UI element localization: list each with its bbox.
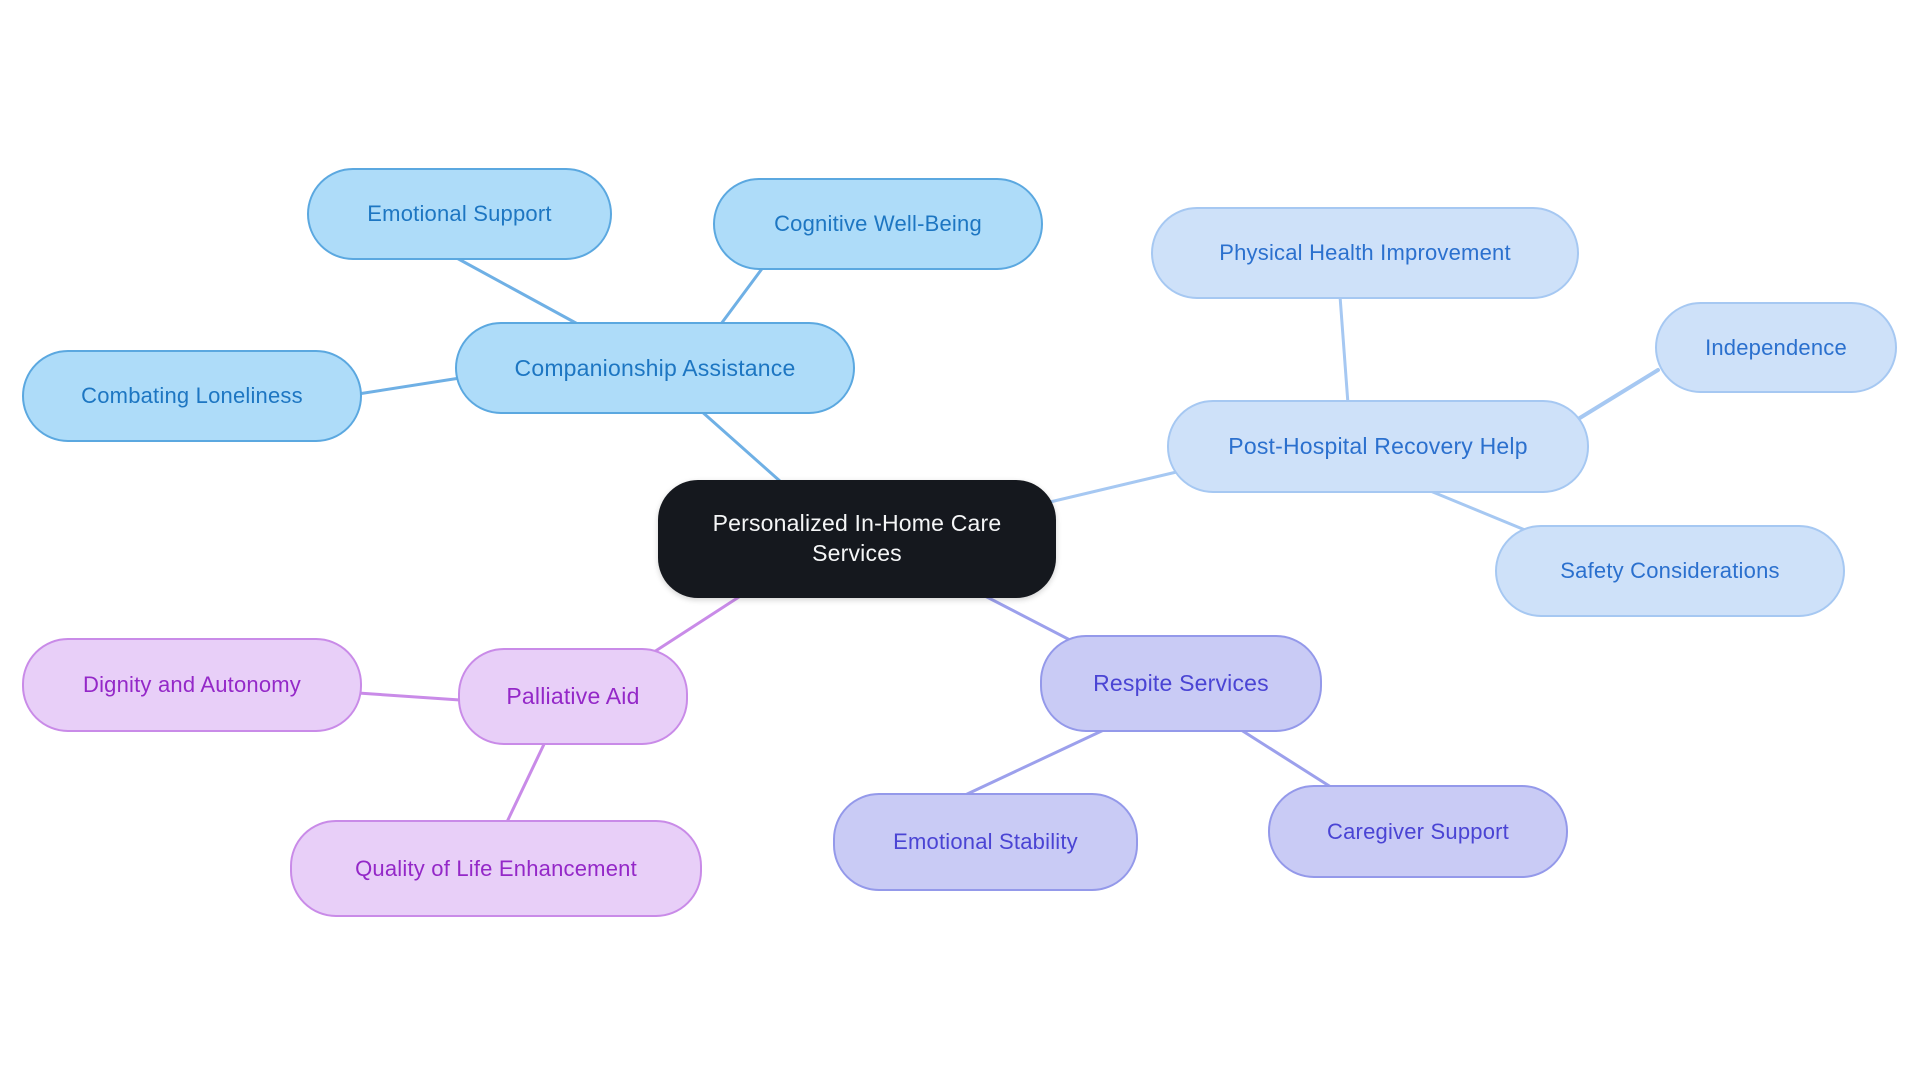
mindmap-node-post-hospital-recovery-help[interactable]: Post-Hospital Recovery Help [1167, 400, 1589, 493]
mindmap-node-safety-considerations[interactable]: Safety Considerations [1495, 525, 1845, 617]
edge-companionship-emotional-support [451, 254, 587, 330]
mindmap-node-quality-of-life-enhancement[interactable]: Quality of Life Enhancement [290, 820, 702, 917]
edge-companionship-combating-loneliness [356, 376, 462, 396]
edge-respite-emotional-stability [961, 726, 1110, 798]
edge-center-respite [981, 593, 1072, 642]
mindmap-node-caregiver-support[interactable]: Caregiver Support [1268, 785, 1568, 878]
mindmap-node-companionship-assistance[interactable]: Companionship Assistance [455, 322, 855, 414]
mindmap-node-center[interactable]: Personalized In-Home Care Services [658, 480, 1056, 598]
mindmap-node-cognitive-well-being[interactable]: Cognitive Well-Being [713, 178, 1043, 270]
mindmap-node-physical-health-improvement[interactable]: Physical Health Improvement [1151, 207, 1579, 299]
mindmap-node-emotional-stability[interactable]: Emotional Stability [833, 793, 1138, 891]
mindmap-node-palliative-aid[interactable]: Palliative Aid [458, 648, 688, 745]
edge-center-recovery [1048, 468, 1187, 504]
mindmap-node-dignity-and-autonomy[interactable]: Dignity and Autonomy [22, 638, 362, 732]
edge-recovery-physical-health [1338, 294, 1350, 406]
mindmap-node-respite-services[interactable]: Respite Services [1040, 635, 1322, 732]
edge-center-companionship [698, 408, 792, 492]
edge-recovery-independence [1568, 368, 1660, 426]
mindmap-node-independence[interactable]: Independence [1655, 302, 1897, 393]
edge-companionship-cognitive-wellbeing [716, 264, 766, 330]
edge-respite-caregiver-support [1236, 726, 1336, 791]
mindmap-node-emotional-support[interactable]: Emotional Support [307, 168, 612, 260]
mindmap-node-combating-loneliness[interactable]: Combating Loneliness [22, 350, 362, 442]
edge-palliative-quality-of-life [504, 738, 548, 826]
edge-palliative-dignity [356, 691, 462, 702]
edge-recovery-safety [1426, 488, 1527, 532]
edge-center-palliative [652, 593, 744, 654]
